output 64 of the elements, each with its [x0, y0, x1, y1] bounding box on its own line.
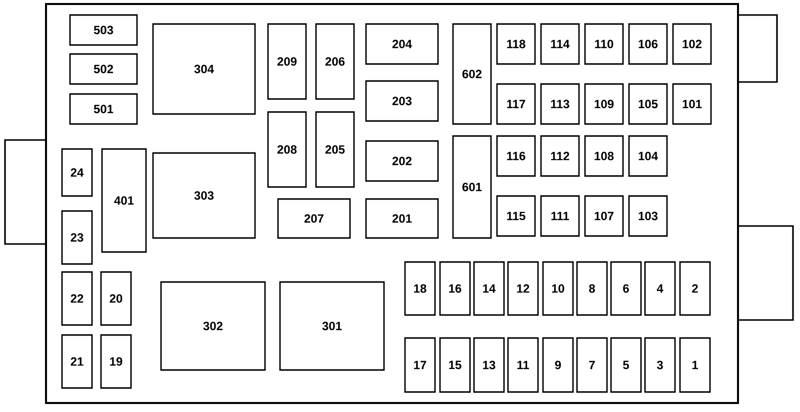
fuse-box: 19	[100, 334, 132, 389]
fuse-box: 115	[496, 195, 536, 237]
fuse-box: 208	[267, 111, 307, 188]
fuse-box: 11	[507, 337, 539, 393]
fuse-box: 20	[100, 271, 132, 326]
connector-tab	[737, 225, 794, 321]
fuse-box: 18	[404, 261, 436, 316]
fuse-box: 107	[584, 195, 624, 237]
fuse-box: 204	[365, 23, 439, 65]
fuse-box: 302	[160, 281, 266, 371]
fuse-box: 116	[496, 135, 536, 177]
fuse-box: 303	[152, 152, 256, 239]
fuse-box: 8	[576, 261, 608, 316]
fuse-box: 102	[672, 23, 712, 65]
fuse-box: 1	[679, 337, 711, 393]
fuse-box: 111	[540, 195, 580, 237]
fuse-box: 104	[628, 135, 668, 177]
fuse-box: 112	[540, 135, 580, 177]
fuse-box: 304	[152, 23, 256, 115]
fuse-box: 209	[267, 23, 307, 100]
fuse-box: 21	[61, 334, 93, 389]
fuse-box: 503	[69, 14, 138, 46]
fuse-box: 108	[584, 135, 624, 177]
fuse-box: 602	[452, 23, 492, 125]
fuse-box: 501	[69, 93, 138, 125]
fuse-box: 3	[644, 337, 676, 393]
fuse-box: 118	[496, 23, 536, 65]
fuse-box: 301	[279, 281, 385, 371]
fuse-box: 206	[315, 23, 355, 100]
fuse-box: 109	[584, 83, 624, 125]
fuse-box: 4	[644, 261, 676, 316]
fuse-box: 17	[404, 337, 436, 393]
fuse-box: 202	[365, 140, 439, 182]
fuse-box: 207	[277, 198, 351, 239]
fuse-box: 601	[452, 135, 492, 239]
fuse-box: 110	[584, 23, 624, 65]
fuse-box: 101	[672, 83, 712, 125]
fuse-box: 502	[69, 53, 138, 85]
fuse-box: 201	[365, 198, 439, 239]
fuse-box: 203	[365, 80, 439, 122]
fuse-box: 205	[315, 111, 355, 188]
fuse-box: 15	[439, 337, 471, 393]
fuse-box: 114	[540, 23, 580, 65]
fuse-box: 103	[628, 195, 668, 237]
fuse-box: 401	[101, 148, 147, 253]
fuse-box: 10	[542, 261, 574, 316]
fuse-box: 23	[61, 210, 93, 265]
fuse-box: 106	[628, 23, 668, 65]
fuse-box: 9	[542, 337, 574, 393]
fuse-box: 2	[679, 261, 711, 316]
connector-tab	[4, 139, 47, 245]
fuse-box: 5	[610, 337, 642, 393]
fuse-box: 6	[610, 261, 642, 316]
fuse-box: 14	[473, 261, 505, 316]
fuse-box: 13	[473, 337, 505, 393]
fuse-box: 16	[439, 261, 471, 316]
fuse-box: 105	[628, 83, 668, 125]
fuse-box: 117	[496, 83, 536, 125]
connector-tab	[737, 14, 778, 83]
fuse-box: 22	[61, 271, 93, 326]
fuse-box: 113	[540, 83, 580, 125]
fuse-box: 12	[507, 261, 539, 316]
fuse-box: 24	[61, 148, 93, 197]
fuse-box: 7	[576, 337, 608, 393]
